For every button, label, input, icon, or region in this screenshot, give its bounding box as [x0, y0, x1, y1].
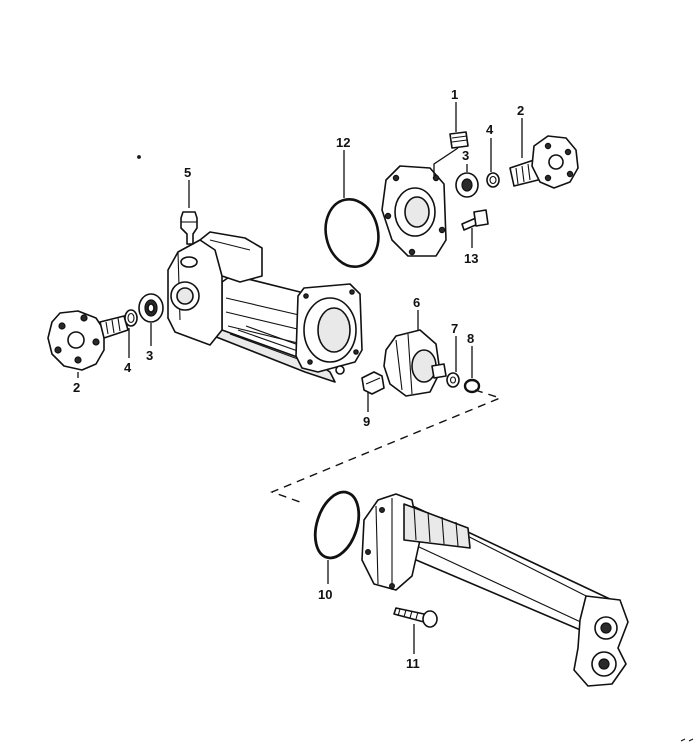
part-2-left-output-flange	[47, 310, 129, 371]
part-7-washer	[446, 372, 460, 388]
part-2-right-output-flange	[509, 135, 579, 189]
part-6-bearing	[383, 329, 447, 397]
part-12-o-ring	[324, 198, 380, 268]
callout-5: 5	[184, 165, 191, 180]
alignment-line	[270, 389, 503, 503]
stray-mark	[137, 155, 141, 159]
part-3-left-seal	[138, 293, 164, 323]
callout-12: 12	[336, 135, 350, 150]
axle-tube-housing	[361, 493, 629, 687]
callout-10: 10	[318, 587, 332, 602]
callout-3-left-seal: 3	[146, 348, 153, 363]
callout-4-left-washer: 4	[124, 360, 132, 375]
leader-lines	[77, 102, 523, 654]
callout-labels: 1 2 3 4 12 13 5 2 4 3 6 7 8 9 10 11	[73, 87, 524, 671]
callout-3-right-seal: 3	[462, 148, 469, 163]
callout-13: 13	[464, 251, 478, 266]
callout-7: 7	[451, 321, 458, 336]
callout-1: 1	[451, 87, 458, 102]
callout-9: 9	[363, 414, 370, 429]
callout-11: 11	[406, 656, 420, 671]
stray-mark-corner	[680, 738, 694, 742]
callout-8: 8	[467, 331, 474, 346]
part-8-circlip	[463, 378, 481, 394]
part-10-o-ring	[313, 490, 361, 560]
part-5-breather-valve	[180, 211, 198, 245]
callout-6: 6	[413, 295, 420, 310]
side-cover-plate	[381, 165, 447, 257]
part-9-drain-plug	[361, 371, 385, 395]
part-3-right-seal	[455, 172, 479, 198]
part-4-right-washer	[486, 172, 500, 188]
part-1-plug	[449, 131, 469, 149]
part-4-left-washer	[124, 309, 138, 327]
callout-2-right-flange: 2	[517, 103, 524, 118]
main-housing	[167, 231, 363, 383]
part-13-bolt	[461, 209, 489, 231]
part-11-bolt	[393, 607, 438, 628]
callout-2-left-flange: 2	[73, 380, 80, 395]
callout-4-right-washer: 4	[486, 122, 494, 137]
